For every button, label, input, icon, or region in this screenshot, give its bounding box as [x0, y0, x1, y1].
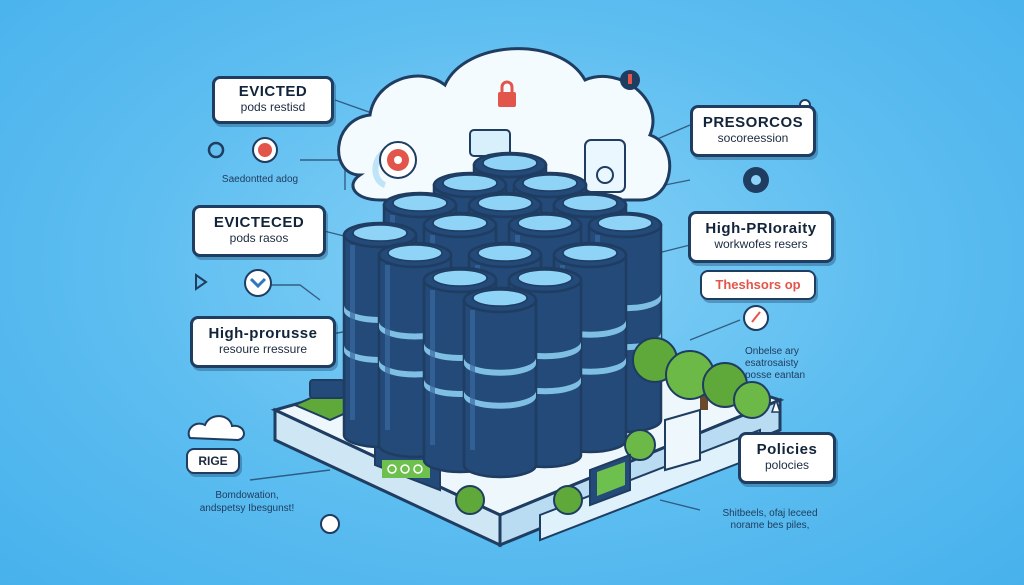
- label-policies: Policies polocies: [738, 432, 836, 484]
- caption-right-mid-1: Onbelse ary: [745, 346, 799, 357]
- alert-icon: [252, 137, 278, 163]
- settings-icon: [207, 141, 225, 159]
- label-evicted-mid-subtitle: pods rasos: [229, 231, 289, 245]
- label-rige-title: RIGE: [198, 454, 228, 468]
- label-evicted-top-title: EVICTED: [238, 83, 308, 100]
- label-high-pressure-subtitle: resoure rressure: [218, 342, 308, 356]
- label-presorcos: PRESORCOS socoreession: [690, 105, 816, 157]
- label-thresholds-title: Theshsors op: [715, 277, 801, 292]
- label-thresholds: Theshsors op: [700, 270, 816, 300]
- label-presorcos-title: PRESORCOS: [702, 114, 804, 131]
- label-evicted-mid: EVICTECED pods rasos: [192, 205, 326, 257]
- label-presorcos-subtitle: socoreession: [717, 131, 789, 145]
- label-high-pressure-title: High-prorusse: [208, 325, 318, 342]
- caption-bottom-right-1: Shitbeels, ofaj leceed: [722, 508, 818, 519]
- label-high-priority-subtitle: workwofes resers: [714, 237, 808, 251]
- caption-scheduled: Saedontted adog: [221, 174, 299, 185]
- label-policies-title: Policies: [756, 441, 818, 458]
- lock-icon: [498, 80, 516, 107]
- caption-bottom-left-2: andspetsy Ibesgunst!: [199, 503, 295, 514]
- shield-icon: [244, 269, 272, 297]
- label-evicted-top: EVICTED pods restisd: [212, 76, 334, 124]
- gear-icon: [379, 141, 417, 179]
- server-cylinder: [462, 286, 538, 479]
- trees: [455, 337, 771, 515]
- buildings: [589, 408, 701, 507]
- caption-right-mid-3: posse eantan: [745, 370, 806, 381]
- label-high-priority: High-PRIoraity workwofes resers: [688, 211, 834, 263]
- small-cloud: [187, 415, 245, 442]
- info-icon: [620, 70, 640, 90]
- label-high-pressure: High-prorusse resoure rressure: [190, 316, 336, 368]
- server-stacks: [342, 151, 663, 479]
- label-evicted-top-subtitle: pods restisd: [240, 100, 306, 114]
- label-evicted-mid-title: EVICTECED: [213, 214, 305, 231]
- label-rige: RIGE: [186, 448, 240, 474]
- label-policies-subtitle: polocies: [764, 458, 810, 472]
- label-high-priority-title: High-PRIoraity: [705, 220, 817, 237]
- caption-bottom-right-2: norame bes piles,: [730, 520, 810, 531]
- warning-icon: [743, 305, 769, 331]
- gear-dark-icon: [743, 167, 769, 193]
- tablet-icon: [584, 139, 626, 193]
- caption-bottom-left-1: Bomdowation,: [215, 490, 279, 501]
- caption-right-mid-2: esatrosaisty: [745, 358, 799, 369]
